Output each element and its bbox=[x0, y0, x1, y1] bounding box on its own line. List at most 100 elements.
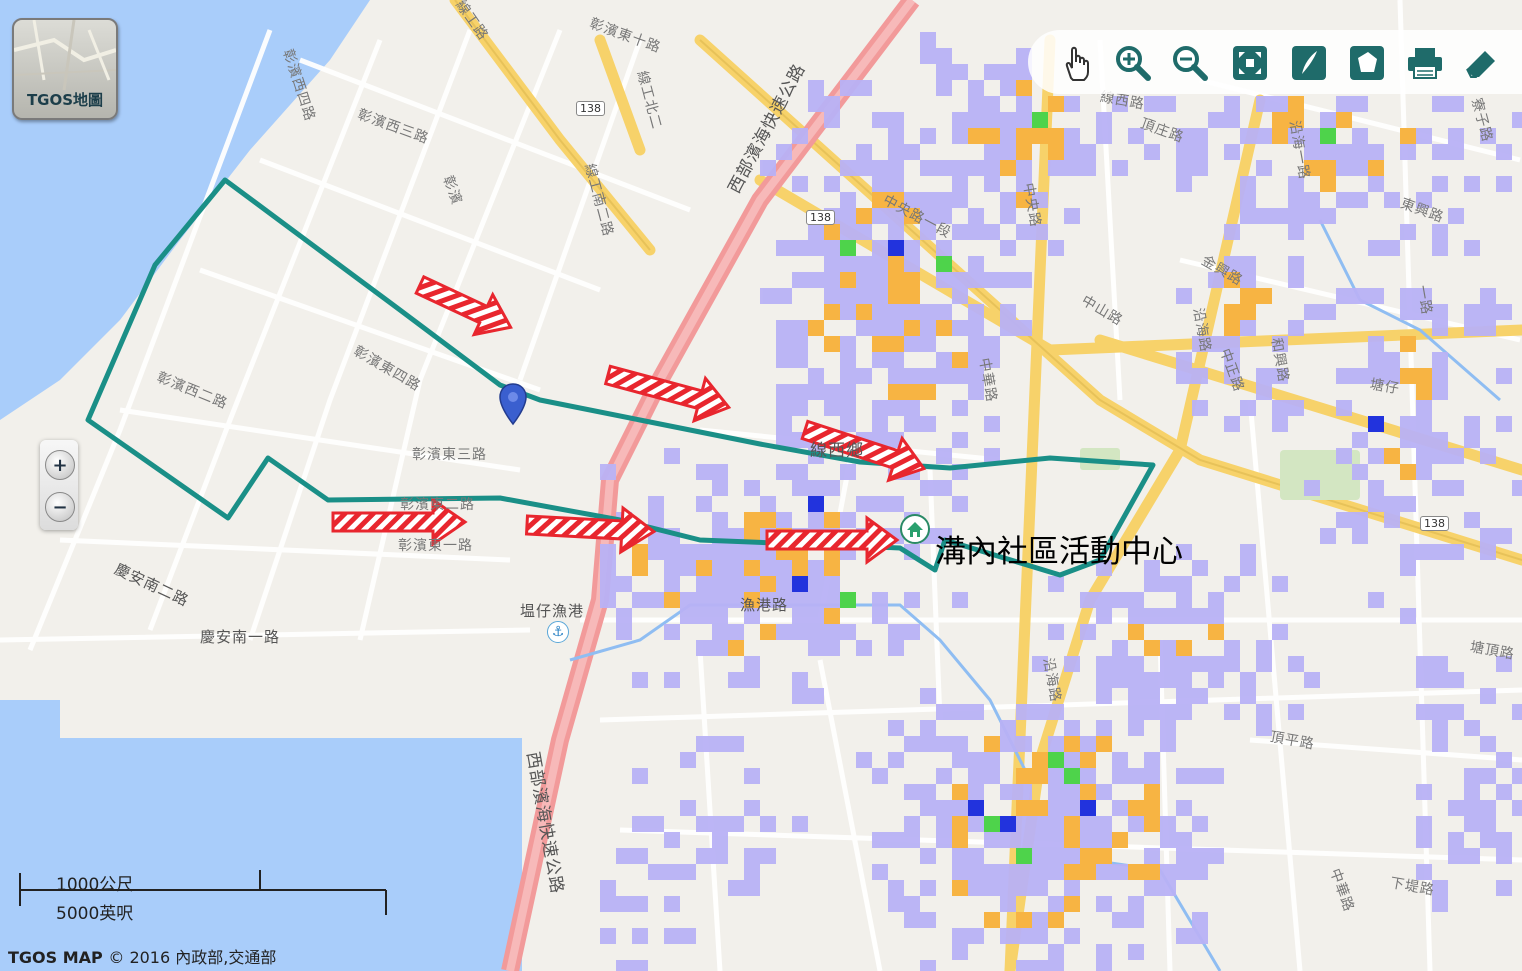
heatmap-cell bbox=[952, 320, 968, 336]
heatmap-cell bbox=[1176, 864, 1192, 880]
heatmap-cell bbox=[984, 768, 1000, 784]
heatmap-cell bbox=[1288, 208, 1304, 224]
heatmap-cell bbox=[728, 544, 744, 560]
heatmap-cell bbox=[952, 128, 968, 144]
heatmap-cell bbox=[1192, 864, 1208, 880]
zoom-out-icon[interactable] bbox=[1169, 42, 1211, 84]
heatmap-cell bbox=[1208, 768, 1224, 784]
heatmap-cell bbox=[744, 656, 760, 672]
heatmap-cell bbox=[1320, 208, 1336, 224]
heatmap-cell bbox=[1112, 912, 1128, 928]
heatmap-cell bbox=[792, 128, 808, 144]
draw-line-icon[interactable] bbox=[1288, 42, 1330, 84]
heatmap-cell bbox=[1320, 528, 1336, 544]
heatmap-cell bbox=[824, 560, 840, 576]
heatmap-cell bbox=[1064, 832, 1080, 848]
heatmap-cell bbox=[1336, 144, 1352, 160]
heatmap-cell bbox=[1352, 368, 1368, 384]
heatmap-cell bbox=[872, 192, 888, 208]
zoom-in-button[interactable]: + bbox=[45, 450, 75, 480]
community-center-icon[interactable] bbox=[899, 513, 931, 545]
community-center-label: 溝內社區活動中心 bbox=[935, 534, 1183, 570]
full-extent-icon[interactable] bbox=[1229, 42, 1271, 84]
heatmap-cell bbox=[760, 592, 776, 608]
draw-polygon-icon[interactable] bbox=[1346, 42, 1388, 84]
heatmap-cell bbox=[1304, 160, 1320, 176]
heatmap-cell bbox=[952, 816, 968, 832]
heatmap-cell bbox=[968, 784, 984, 800]
heatmap-cell bbox=[680, 544, 696, 560]
heatmap-cell bbox=[1496, 176, 1512, 192]
heatmap-cell bbox=[776, 624, 792, 640]
heatmap-cell bbox=[696, 464, 712, 480]
heatmap-cell bbox=[1032, 704, 1048, 720]
heatmap-cell bbox=[1128, 896, 1144, 912]
heatmap-cell bbox=[984, 64, 1000, 80]
zoom-in-icon[interactable] bbox=[1112, 42, 1154, 84]
heatmap-cell bbox=[616, 960, 632, 971]
logo-text: TGOS地圖 bbox=[26, 91, 104, 109]
heatmap-cell bbox=[1288, 272, 1304, 288]
eraser-icon[interactable] bbox=[1460, 42, 1502, 84]
heatmap-cell bbox=[1016, 832, 1032, 848]
heatmap-cell bbox=[712, 560, 728, 576]
heatmap-cell bbox=[936, 160, 952, 176]
heatmap-cell bbox=[1256, 128, 1272, 144]
heatmap-cell bbox=[1208, 656, 1224, 672]
heatmap-cell bbox=[648, 592, 664, 608]
heatmap-cell bbox=[1496, 752, 1512, 768]
heatmap-cell bbox=[952, 112, 968, 128]
heatmap-cell bbox=[1144, 688, 1160, 704]
pan-hand-icon[interactable] bbox=[1056, 42, 1098, 84]
heatmap-cell bbox=[984, 224, 1000, 240]
heatmap-cell bbox=[1400, 432, 1416, 448]
heatmap-cell bbox=[1416, 704, 1432, 720]
heatmap-cell bbox=[1288, 224, 1304, 240]
heatmap-cell bbox=[920, 128, 936, 144]
heatmap-cell bbox=[840, 624, 856, 640]
heatmap-cell bbox=[888, 256, 904, 272]
print-icon[interactable] bbox=[1404, 42, 1446, 84]
location-pin-icon[interactable] bbox=[498, 382, 528, 430]
heatmap-cell bbox=[1192, 400, 1208, 416]
heatmap-cell bbox=[824, 336, 840, 352]
heatmap-cell bbox=[824, 272, 840, 288]
heatmap-cell bbox=[1208, 112, 1224, 128]
heatmap-cell bbox=[1176, 928, 1192, 944]
heatmap-cell bbox=[1512, 800, 1522, 816]
heatmap-cell bbox=[1464, 784, 1480, 800]
heatmap-cell bbox=[1128, 608, 1144, 624]
heatmap-cell bbox=[840, 368, 856, 384]
heatmap-cell bbox=[728, 672, 744, 688]
heatmap-cell bbox=[728, 640, 744, 656]
heatmap-cell bbox=[968, 304, 984, 320]
heatmap-cell bbox=[712, 576, 728, 592]
heatmap-cell bbox=[1368, 160, 1384, 176]
zoom-out-button[interactable]: − bbox=[45, 492, 75, 522]
road-label: 慶安南一路 bbox=[200, 628, 281, 646]
heatmap-cell bbox=[856, 640, 872, 656]
heatmap-cell bbox=[1416, 416, 1432, 432]
heatmap-cell bbox=[616, 896, 632, 912]
heatmap-cell bbox=[632, 592, 648, 608]
heatmap-cell bbox=[728, 880, 744, 896]
heatmap-cell bbox=[1176, 688, 1192, 704]
heatmap-cell bbox=[600, 464, 616, 480]
heatmap-cell bbox=[1224, 640, 1240, 656]
heatmap-cell bbox=[664, 544, 680, 560]
heatmap-cell bbox=[808, 240, 824, 256]
heatmap-cell bbox=[968, 336, 984, 352]
heatmap-cell bbox=[888, 192, 904, 208]
heatmap-cell bbox=[984, 880, 1000, 896]
tgos-logo[interactable]: TGOS地圖 bbox=[12, 18, 118, 120]
heatmap-cell bbox=[1224, 368, 1240, 384]
heatmap-cell bbox=[1064, 880, 1080, 896]
heatmap-cell bbox=[1160, 736, 1176, 752]
heatmap-cell bbox=[1432, 304, 1448, 320]
heatmap-cell bbox=[744, 544, 760, 560]
heatmap-cell bbox=[872, 176, 888, 192]
heatmap-cell bbox=[824, 624, 840, 640]
heatmap-cell bbox=[1080, 736, 1096, 752]
heatmap-cell bbox=[840, 192, 856, 208]
